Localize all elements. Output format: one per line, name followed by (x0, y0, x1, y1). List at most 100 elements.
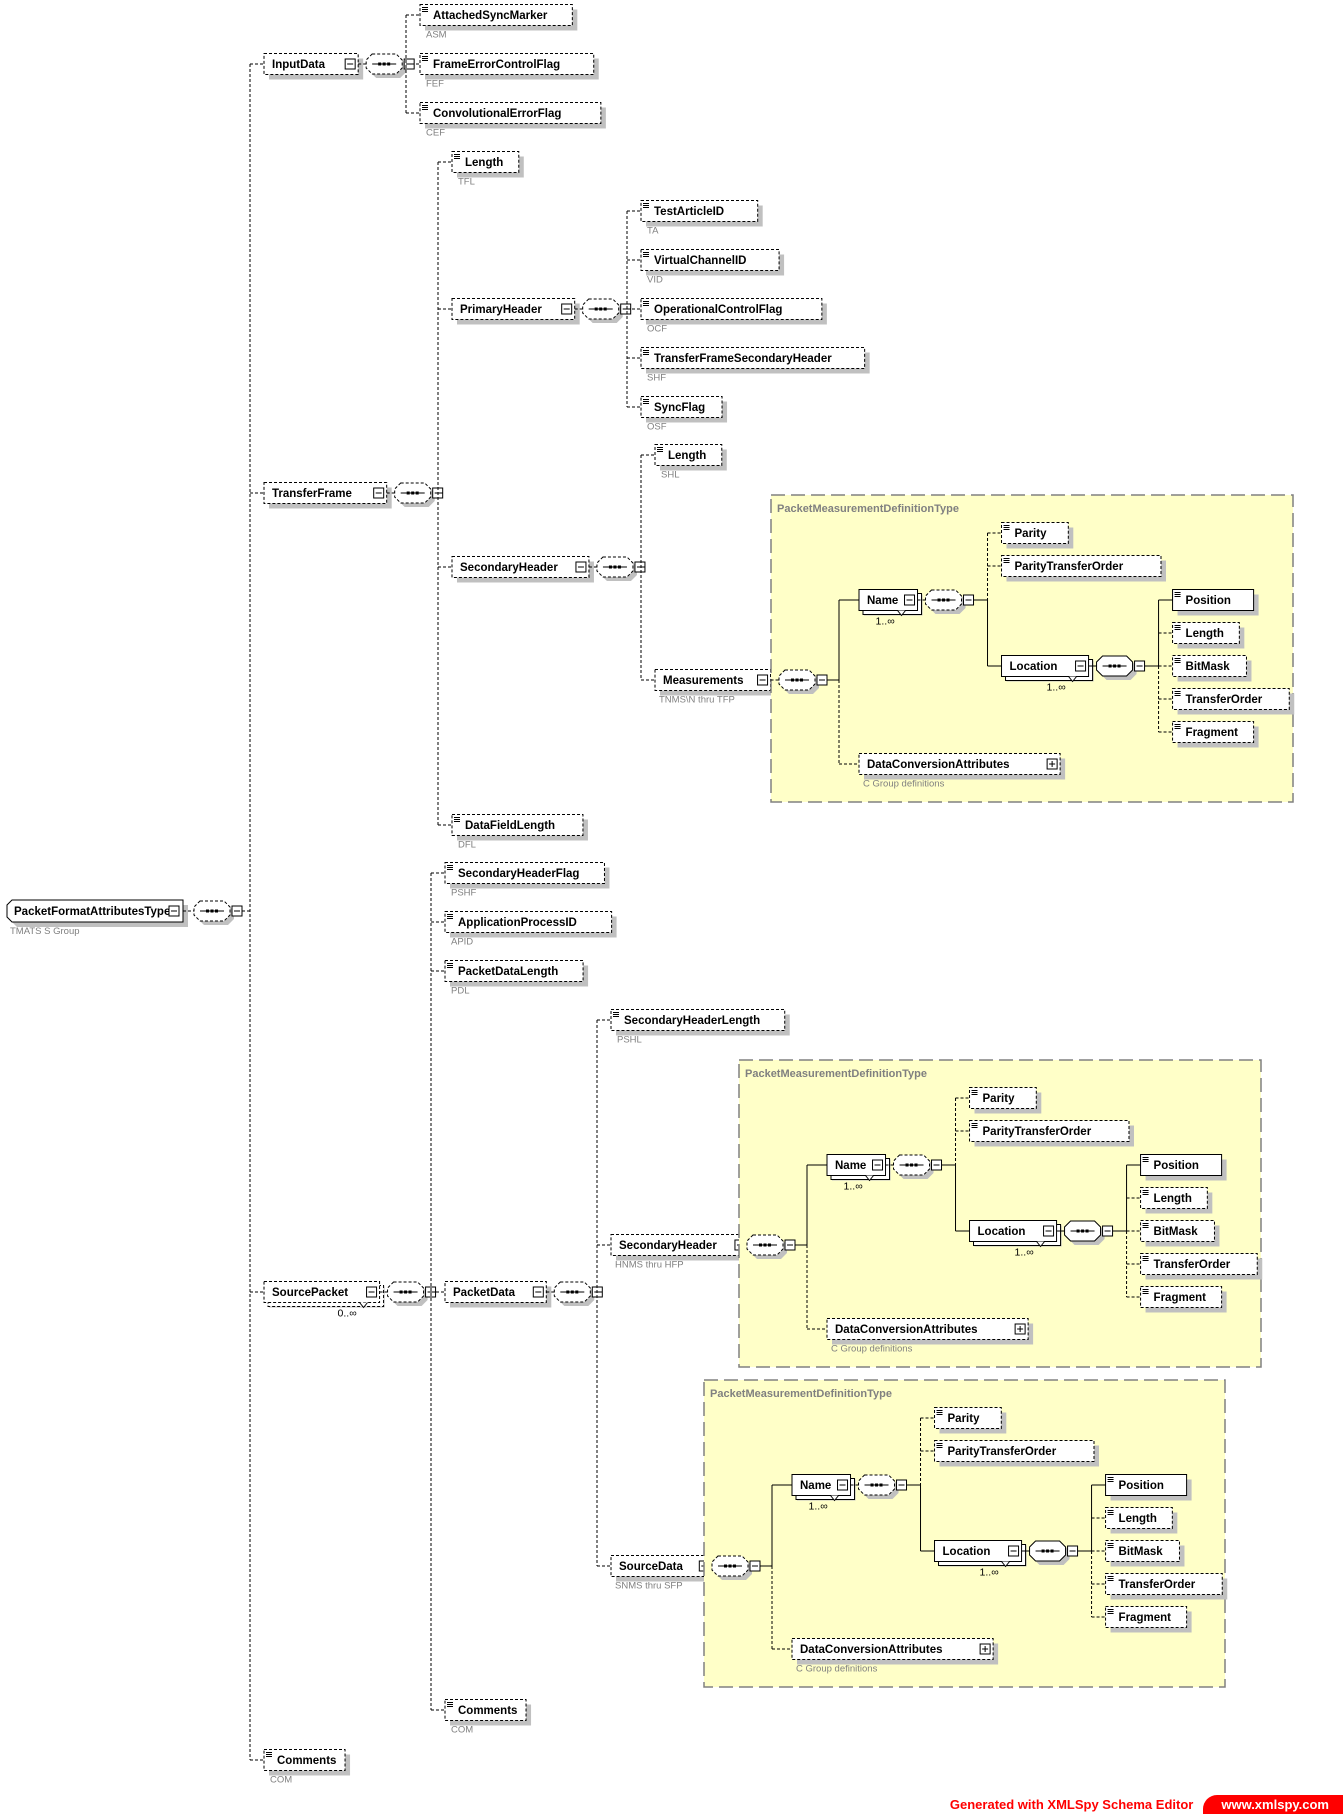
sequence-compositor[interactable] (893, 1154, 943, 1179)
collapse-icon[interactable] (904, 594, 916, 606)
collapse-icon[interactable] (896, 1479, 908, 1491)
sequence-compositor[interactable] (365, 53, 415, 78)
expand-icon[interactable] (1014, 1323, 1026, 1335)
sequence-compositor[interactable] (925, 589, 975, 614)
parity-transfer-order-element[interactable]: ParityTransferOrder (1001, 555, 1166, 582)
location-child-position[interactable]: Position (1105, 1474, 1192, 1501)
collapse-icon[interactable] (1043, 1225, 1055, 1237)
location-child-length[interactable]: Length (1172, 622, 1245, 649)
xmlspy-link[interactable]: www.xmlspy.com (1203, 1794, 1343, 1814)
collapse-icon[interactable] (837, 1479, 849, 1491)
collapse-icon[interactable] (872, 1159, 884, 1171)
collapse-icon[interactable] (575, 561, 587, 573)
collapse-icon[interactable] (963, 594, 975, 606)
location-child-bitmask[interactable]: BitMask (1105, 1540, 1185, 1567)
location-child-bitmask[interactable]: BitMask (1172, 655, 1252, 682)
location-child-transferorder[interactable]: TransferOrder (1140, 1253, 1263, 1280)
collapse-icon[interactable] (231, 905, 243, 917)
collapse-icon[interactable] (373, 487, 385, 499)
location-child-fragment[interactable]: Fragment (1172, 721, 1259, 748)
location-child-fragment[interactable]: Fragment (1140, 1286, 1227, 1313)
parity-element[interactable]: Parity (934, 1407, 1007, 1434)
sequence-compositor[interactable] (711, 1555, 761, 1580)
collapse-icon[interactable] (749, 1560, 761, 1572)
collapse-icon[interactable] (816, 674, 828, 686)
collapse-icon[interactable] (532, 1286, 544, 1298)
location-child-transferorder[interactable]: TransferOrder (1105, 1573, 1228, 1600)
collapse-icon[interactable] (784, 1239, 796, 1251)
sequence-compositor[interactable] (394, 482, 444, 507)
collapse-icon[interactable] (561, 303, 573, 315)
sequence-compositor[interactable] (858, 1474, 908, 1499)
packet-data-element[interactable]: PacketData (444, 1281, 552, 1308)
collapse-icon[interactable] (1008, 1545, 1020, 1557)
location-child-bitmask[interactable]: BitMask (1140, 1220, 1220, 1247)
location-child-position[interactable]: Position (1172, 589, 1259, 616)
tf-secondary-header-element[interactable]: SecondaryHeader (451, 556, 594, 583)
location-child-length[interactable]: Length (1140, 1187, 1213, 1214)
sequence-compositor[interactable] (193, 900, 243, 925)
transfer-frame-element[interactable]: TransferFrame (263, 482, 392, 509)
primary-header-element[interactable]: PrimaryHeader (451, 298, 580, 325)
collapse-icon[interactable] (1102, 1225, 1114, 1237)
parity-transfer-order-element[interactable]: ParityTransferOrder (969, 1120, 1134, 1147)
collapse-icon[interactable] (366, 1286, 378, 1298)
parity-element[interactable]: Parity (969, 1087, 1042, 1114)
sequence-compositor[interactable] (746, 1234, 796, 1259)
sequence-compositor[interactable] (387, 1281, 437, 1306)
parity-element[interactable]: Parity (1001, 522, 1074, 549)
parity-transfer-order-element[interactable]: ParityTransferOrder (934, 1440, 1099, 1467)
location-child-fragment[interactable]: Fragment (1105, 1606, 1192, 1633)
sequence-compositor[interactable] (582, 298, 632, 323)
collapse-icon[interactable] (1134, 660, 1146, 672)
collapse-icon[interactable] (344, 58, 356, 70)
location-child-position[interactable]: Position (1140, 1154, 1227, 1181)
sequence-compositor[interactable] (1096, 655, 1146, 680)
sequence-compositor[interactable] (596, 556, 646, 581)
collapse-icon[interactable] (168, 905, 180, 917)
expand-icon[interactable] (979, 1643, 991, 1655)
expand-icon[interactable] (1046, 758, 1058, 770)
sequence-compositor[interactable] (1029, 1540, 1079, 1565)
location-child-transferorder[interactable]: TransferOrder (1172, 688, 1295, 715)
collapse-icon[interactable] (931, 1159, 943, 1171)
input-data-element[interactable]: InputData (263, 53, 364, 80)
sequence-compositor[interactable] (778, 669, 828, 694)
sequence-compositor[interactable] (1064, 1220, 1114, 1245)
collapse-icon[interactable] (1067, 1545, 1079, 1557)
collapse-icon[interactable] (757, 674, 769, 686)
location-child-length[interactable]: Length (1105, 1507, 1178, 1534)
sequence-compositor[interactable] (553, 1281, 603, 1306)
